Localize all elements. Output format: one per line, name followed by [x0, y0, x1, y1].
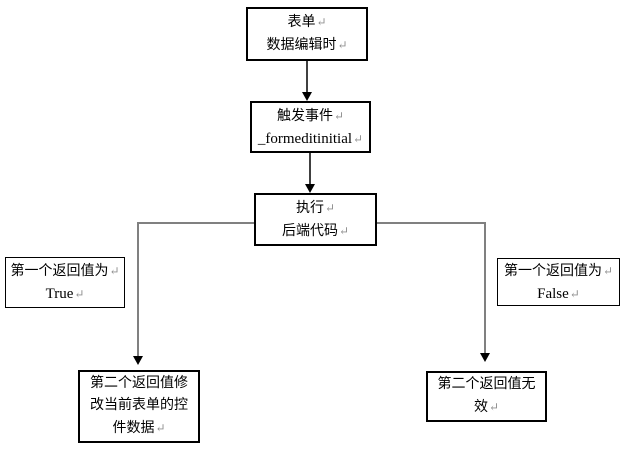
arrowhead-down-icon [133, 356, 143, 365]
arrowhead-down-icon [302, 92, 312, 101]
node-text: 后端代码 [281, 223, 338, 239]
node-text: 第一个返回值为 [10, 264, 109, 279]
node-text-line: 触发事件↵ [277, 105, 344, 128]
arrowhead-down-icon [305, 184, 315, 193]
node-text: False [537, 285, 569, 302]
node-text: 改当前表单的控 [90, 398, 188, 413]
node-text-line: True↵ [46, 283, 85, 305]
paragraph-return-mark-icon: ↵ [109, 264, 120, 278]
node-text: 表单 [287, 15, 316, 30]
arrowhead-down-icon [480, 353, 490, 362]
node-text: 第二个返回值无 [437, 377, 536, 392]
paragraph-return-mark-icon: ↵ [337, 38, 348, 52]
paragraph-return-mark-icon: ↵ [74, 287, 85, 301]
node-text: 执行 [295, 200, 324, 216]
paragraph-return-mark-icon: ↵ [333, 108, 345, 123]
node-text: 第一个返回值为 [503, 263, 602, 279]
paragraph-return-mark-icon: ↵ [353, 131, 364, 146]
paragraph-return-mark-icon: ↵ [602, 263, 614, 278]
node-text-line: 执行↵ [296, 197, 335, 220]
connector-form-to-trigger [306, 61, 308, 94]
paragraph-return-mark-icon: ↵ [569, 286, 580, 301]
node-text: 触发事件 [276, 108, 333, 124]
connector-execute-right-horizontal [377, 222, 485, 224]
node-text: 件数据 [112, 421, 155, 436]
node-text-line: False↵ [537, 283, 580, 305]
flow-node-form: 表单↵ 数据编辑时↵ [246, 7, 368, 61]
node-text-line: 第二个返回值修 [90, 373, 188, 395]
paragraph-return-mark-icon: ↵ [338, 223, 350, 238]
node-text-line: 数据编辑时↵ [266, 34, 347, 57]
node-text-line: 件数据↵ [112, 417, 165, 440]
connector-execute-left-horizontal [137, 222, 254, 224]
node-text-line: 第二个返回值无 [438, 374, 536, 396]
node-text: _formeditinitial [257, 130, 353, 147]
node-text-line: 第一个返回值为↵ [10, 260, 119, 283]
paragraph-return-mark-icon: ↵ [316, 15, 327, 29]
paragraph-return-mark-icon: ↵ [155, 421, 166, 435]
node-text-line: 后端代码↵ [282, 220, 349, 243]
flow-node-true-branch: 第一个返回值为↵ True↵ [5, 257, 125, 308]
node-text: 效 [473, 400, 488, 415]
flow-node-false-branch: 第一个返回值为↵ False↵ [497, 258, 620, 306]
node-text-line: _formeditinitial↵ [258, 128, 363, 150]
node-text-line: 第一个返回值为↵ [504, 260, 613, 283]
node-text-line: 表单↵ [287, 11, 326, 34]
node-text-line: 改当前表单的控 [90, 395, 188, 417]
node-text: 数据编辑时 [266, 38, 337, 53]
flow-node-invalid: 第二个返回值无 效↵ [426, 371, 547, 422]
flow-node-execute: 执行↵ 后端代码↵ [254, 193, 377, 246]
paragraph-return-mark-icon: ↵ [488, 400, 500, 414]
flow-node-modify: 第二个返回值修 改当前表单的控 件数据↵ [78, 370, 200, 443]
flow-node-trigger: 触发事件↵ _formeditinitial↵ [250, 101, 371, 153]
node-text: 第二个返回值修 [90, 376, 188, 391]
connector-execute-to-invalid [484, 222, 486, 354]
node-text: True [45, 286, 74, 302]
connector-execute-to-modify [137, 222, 139, 357]
paragraph-return-mark-icon: ↵ [324, 200, 336, 215]
connector-trigger-to-execute [309, 153, 311, 185]
node-text-line: 效↵ [474, 396, 499, 419]
